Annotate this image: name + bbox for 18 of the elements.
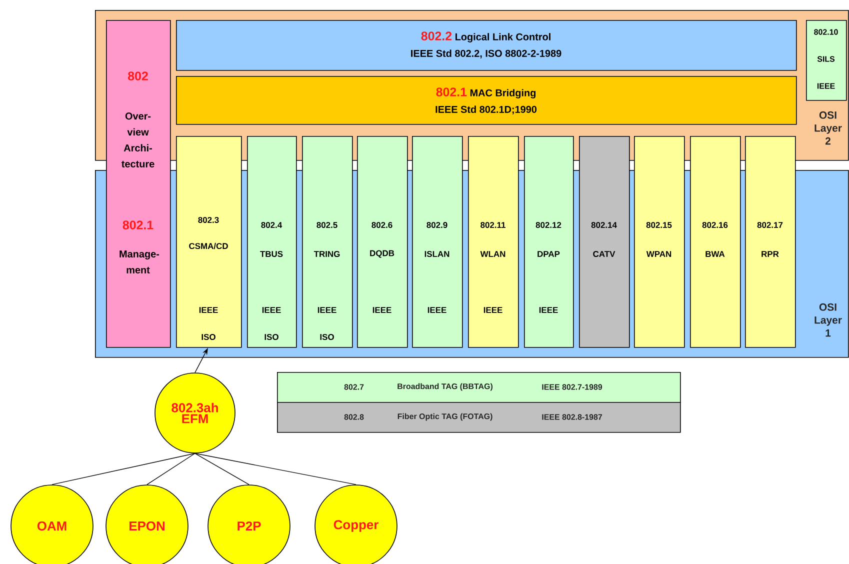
standard-column: 802.3 CSMA/CD IEEE ISO [176, 136, 242, 348]
standard-column: 802.6 DQDB IEEE [357, 136, 408, 348]
standard-column: 802.17 RPR [745, 136, 796, 348]
protocol-box: 802.1 MAC Bridging IEEE Std 802.1D;1990 [176, 76, 797, 125]
connector-line [194, 453, 250, 485]
connector-line [146, 453, 196, 485]
standard-column: 802.11 WLAN IEEE [468, 136, 519, 348]
overview-column: 802 Over- view Archi- tecture 802.1 Manage- ment [106, 20, 171, 348]
standard-column: 802.16 BWA [690, 136, 741, 348]
connector-line [194, 453, 356, 485]
standard-column: 802.14 CATV [579, 136, 630, 348]
standard-column: 802.9 ISLAN IEEE [412, 136, 463, 348]
protocol-box: 802.2 Logical Link Control IEEE Std 802.2, ISO 8802-2-1989 [176, 20, 797, 71]
standard-column: 802.5 TRING IEEE ISO [302, 136, 353, 348]
standard-column: 802.12 DPAP IEEE [524, 136, 574, 348]
connector-line [52, 453, 196, 485]
standard-column: 802.15 WPAN [634, 136, 685, 348]
standard-column: 802.4 TBUS IEEE ISO [247, 136, 297, 348]
